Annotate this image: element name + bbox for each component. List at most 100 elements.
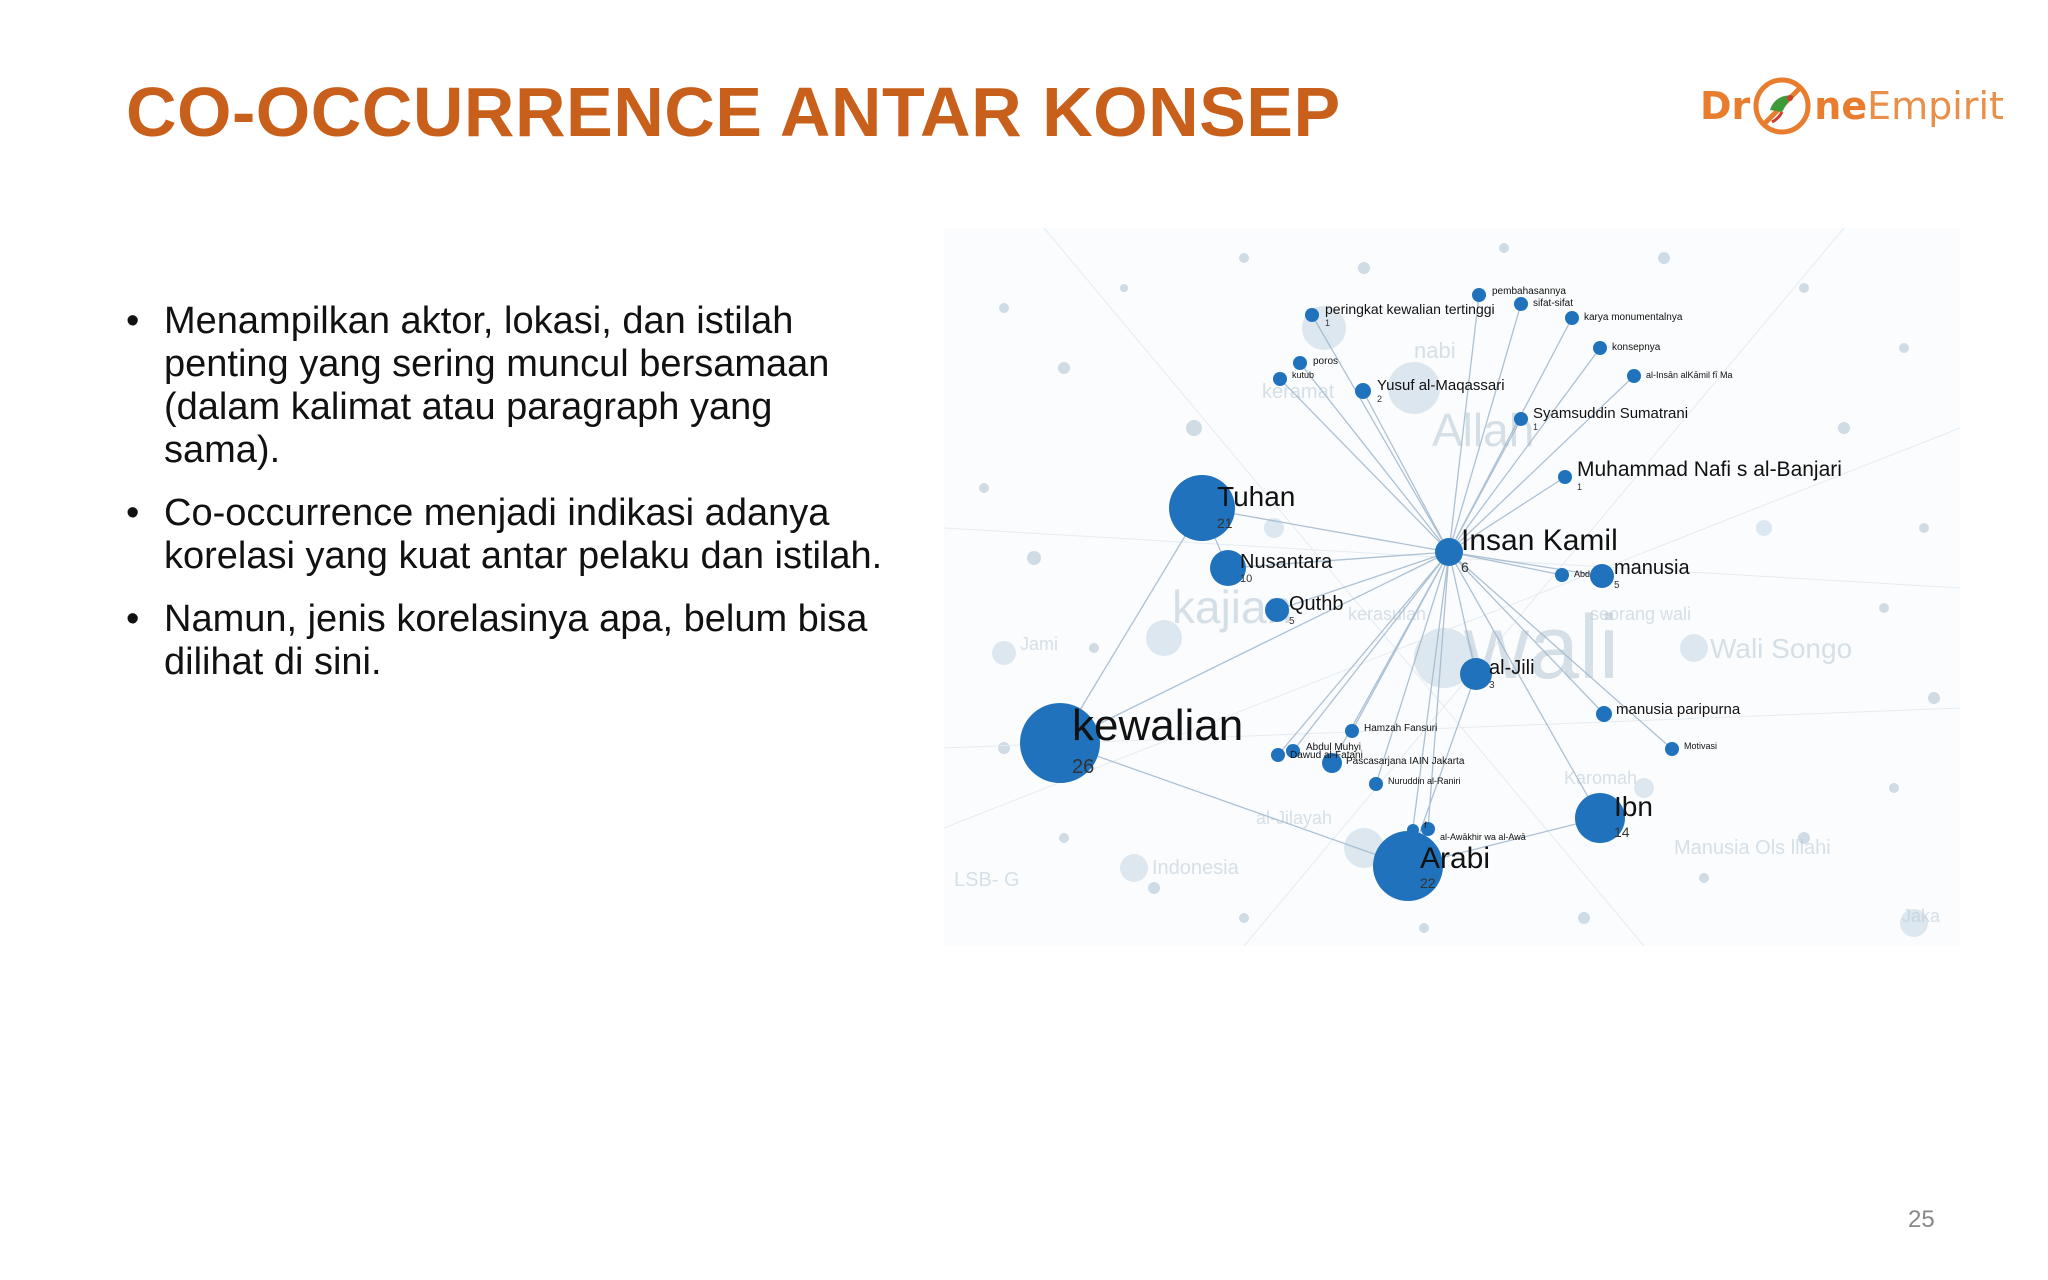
node-label-karya: karya monumentalnya bbox=[1584, 312, 1683, 323]
node-nusantara bbox=[1210, 550, 1246, 586]
node-count-tuhan: 21 bbox=[1217, 515, 1233, 531]
node-manusia bbox=[1590, 564, 1614, 588]
network-labels: kewalian 26 Tuhan 21 Arabi 22 Ibn 14 Nus… bbox=[1072, 286, 1842, 891]
node-count-ibn: 14 bbox=[1614, 824, 1630, 840]
background-word: kerasulan bbox=[1348, 604, 1426, 624]
drone-bird-logo-icon bbox=[1753, 77, 1811, 135]
node-label-syamsuddin: Syamsuddin Sumatrani bbox=[1533, 405, 1688, 422]
node-label-kewalian: kewalian bbox=[1072, 701, 1243, 750]
node-manusia-paripurna bbox=[1596, 706, 1612, 722]
node-hamzah-fansuri bbox=[1345, 724, 1359, 738]
node-label-al-awakhir: al-Awākhir wa al-Awā bbox=[1440, 832, 1526, 842]
background-word: Manusia Ols lllahi bbox=[1674, 837, 1831, 859]
node-count-kewalian: 26 bbox=[1072, 756, 1094, 778]
node-peringkat-kewalian bbox=[1305, 308, 1319, 322]
network-edges bbox=[1059, 294, 1673, 867]
node-label-insan-kamil: Insan Kamil bbox=[1461, 524, 1618, 557]
node-yusuf-al-maqassari bbox=[1355, 383, 1371, 399]
node-count-yusuf: 2 bbox=[1377, 394, 1382, 404]
node-label-motivasi: Motivasi bbox=[1684, 741, 1717, 751]
node-label-sifat-sifat: sifat-sifat bbox=[1533, 298, 1573, 309]
node-label-peringkat: peringkat kewalian tertinggi bbox=[1325, 301, 1495, 317]
node-pascasarjana bbox=[1322, 753, 1342, 773]
background-word: Allah bbox=[1432, 404, 1534, 456]
logo-text-part3: Empirit bbox=[1867, 84, 2004, 128]
page-number: 25 bbox=[1908, 1206, 1935, 1233]
background-word: Indonesia bbox=[1152, 857, 1240, 879]
node-al-jili bbox=[1460, 658, 1492, 690]
node-label-al-jili: al-Jili bbox=[1489, 657, 1535, 679]
node-nuruddin bbox=[1369, 777, 1383, 791]
node-kewalian bbox=[1020, 703, 1100, 783]
node-al-insan-alkamil bbox=[1627, 369, 1641, 383]
node-count-peringkat: 1 bbox=[1325, 318, 1330, 328]
node-label-abd: Abd bbox=[1574, 569, 1590, 579]
drone-empirit-logo: Dr ne Empirit bbox=[1700, 66, 2004, 146]
node-motivasi bbox=[1665, 742, 1679, 756]
node-arabi bbox=[1373, 831, 1443, 901]
node-label-kutub: kutub bbox=[1292, 370, 1314, 380]
node-label-arabi: Arabi bbox=[1420, 842, 1490, 875]
node-label-konsepnya: konsepnya bbox=[1612, 342, 1661, 353]
node-label-dawud: Dawud al-Fatani bbox=[1290, 750, 1363, 761]
node-label-tuhan: Tuhan bbox=[1217, 481, 1295, 512]
background-word: Jaka bbox=[1902, 906, 1941, 926]
node-count-manusia: 5 bbox=[1614, 580, 1620, 591]
background-word: nabi bbox=[1414, 338, 1456, 363]
background-word: LSB- G bbox=[954, 869, 1020, 891]
node-count-muhammad-nafis: 1 bbox=[1577, 482, 1582, 492]
logo-text-part1: Dr bbox=[1700, 84, 1751, 128]
node-kutub bbox=[1273, 372, 1287, 386]
background-word: keramat bbox=[1262, 381, 1335, 403]
node-quthb bbox=[1265, 598, 1289, 622]
logo-text-part2: ne bbox=[1814, 84, 1868, 128]
co-occurrence-network-graph: Allah wali kajian nabi Wali Songo kerama… bbox=[944, 228, 1960, 946]
node-count-quthb: 5 bbox=[1289, 616, 1295, 627]
background-word: seorang wali bbox=[1590, 604, 1691, 624]
node-poros bbox=[1293, 356, 1307, 370]
node-label-abdul-muhyi: Abdul Muhyi bbox=[1306, 742, 1361, 753]
slide-title: CO-OCCURRENCE ANTAR KONSEP bbox=[126, 73, 1341, 151]
node-label-poros: poros bbox=[1313, 356, 1338, 367]
node-label-pembahasannya: pembahasannya bbox=[1492, 286, 1566, 297]
node-karya-monumentalnya bbox=[1565, 311, 1579, 325]
node-label-yusuf: Yusuf al-Maqassari bbox=[1377, 377, 1505, 394]
background-word: Wali Songo bbox=[1710, 633, 1852, 664]
node-muhammad-nafis bbox=[1558, 470, 1572, 484]
node-f bbox=[1407, 824, 1419, 836]
node-syamsuddin bbox=[1514, 412, 1528, 426]
node-count-insan-kamil: 6 bbox=[1461, 559, 1469, 575]
bullet-item: Namun, jenis korelasinya apa, belum bisa… bbox=[126, 598, 886, 684]
background-word: Karomah bbox=[1564, 768, 1637, 788]
node-dawud-al-fatani bbox=[1271, 748, 1285, 762]
node-count-nusantara: 10 bbox=[1240, 573, 1252, 585]
bullet-item: Menampilkan aktor, lokasi, dan istilah p… bbox=[126, 300, 886, 472]
bullet-item: Co-occurrence menjadi indikasi adanya ko… bbox=[126, 492, 886, 578]
background-word: Jami bbox=[1020, 634, 1058, 654]
node-count-al-jili: 3 bbox=[1489, 680, 1495, 691]
node-ibn bbox=[1575, 793, 1625, 843]
node-tuhan bbox=[1169, 475, 1235, 541]
node-sifat-sifat bbox=[1514, 297, 1528, 311]
node-abdul-muhyi bbox=[1286, 744, 1300, 758]
node-label-muhammad-nafis: Muhammad Nafi s al-Banjari bbox=[1577, 458, 1842, 481]
network-nodes bbox=[1020, 288, 1679, 901]
node-abd bbox=[1555, 568, 1569, 582]
node-label-nusantara: Nusantara bbox=[1240, 551, 1333, 573]
node-label-nuruddin: Nuruddin al-Raniri bbox=[1388, 776, 1461, 786]
node-label-hamzah: Hamzah Fansuri bbox=[1364, 723, 1437, 734]
node-pembahasannya bbox=[1472, 288, 1486, 302]
node-label-pascasarjana: Pascasarjana IAIN Jakarta bbox=[1346, 756, 1465, 767]
node-al-awakhir bbox=[1421, 822, 1435, 836]
node-label-manusia: manusia bbox=[1614, 557, 1690, 579]
node-insan-kamil bbox=[1435, 538, 1463, 566]
bullet-list: Menampilkan aktor, lokasi, dan istilah p… bbox=[126, 300, 886, 704]
node-count-syamsuddin: 1 bbox=[1533, 422, 1538, 432]
background-word: al-Jilayah bbox=[1256, 808, 1332, 828]
node-label-ibn: Ibn bbox=[1614, 791, 1653, 822]
node-konsepnya bbox=[1593, 341, 1607, 355]
node-label-quthb: Quthb bbox=[1289, 593, 1343, 615]
node-label-al-insan: al-Insān alKāmil fī Ma bbox=[1646, 370, 1733, 380]
node-label-f: f bbox=[1424, 820, 1427, 830]
node-label-manusia-paripurna: manusia paripurna bbox=[1616, 701, 1741, 718]
